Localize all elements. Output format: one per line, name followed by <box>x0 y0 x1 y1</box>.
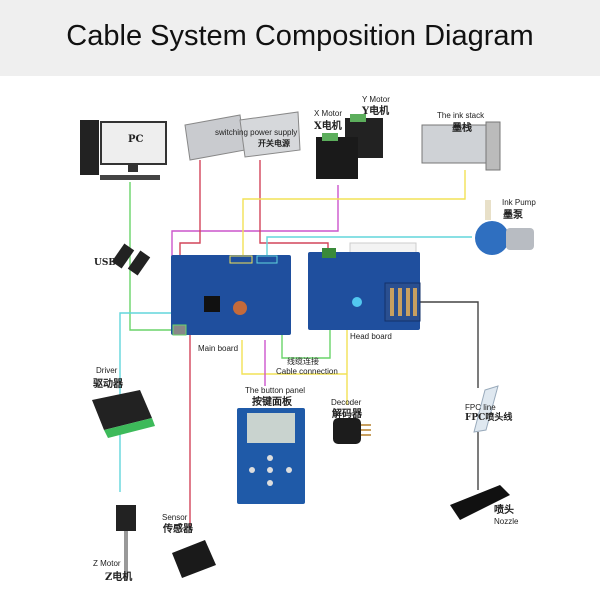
ink-stack-icon <box>421 124 493 164</box>
y-motor-label-cn: Y电机 <box>361 104 389 117</box>
fpc-line-component: FPC line FPC喷头线 <box>465 385 512 433</box>
wire-power-red-1 <box>179 160 201 262</box>
y-motor-label-en: Y Motor <box>362 95 390 104</box>
wire-usb-green <box>129 182 176 331</box>
button-panel-label-en: The button panel <box>245 386 305 395</box>
sensor-label-cn: 传感器 <box>162 522 194 535</box>
z-motor-label-cn: Z电机 <box>105 570 132 583</box>
wire-decoder-yellow <box>241 340 347 375</box>
nozzle-label-cn: 喷头 <box>494 503 514 516</box>
ink-pump-label-cn: 墨泵 <box>503 209 524 221</box>
ink-pump-label-en: Ink Pump <box>502 198 536 207</box>
ink-pump-component: Ink Pump 墨泵 <box>475 198 536 255</box>
driver-component: Driver 驱动器 <box>92 366 155 438</box>
header-band: Cable System Composition Diagram <box>0 0 600 76</box>
sensor-icon <box>172 540 216 578</box>
nozzle-component: 喷头 Nozzle <box>450 485 519 526</box>
button-panel-label-cn: 按键面板 <box>252 395 293 408</box>
ink-stack-label-cn: 墨栈 <box>452 121 472 134</box>
decoder-icon <box>333 418 361 444</box>
usb-cable-component: USB <box>94 243 151 276</box>
power-supply-label-en: switching power supply <box>215 128 297 137</box>
x-motor-icon <box>316 137 358 179</box>
cable-connection-label-en: Cable connection <box>276 367 338 376</box>
driver-icon <box>92 390 152 430</box>
wire-fpc-dark <box>420 301 479 388</box>
ink-stack-component: The ink stack 墨栈 <box>421 111 501 171</box>
sensor-label-en: Sensor <box>162 513 188 522</box>
fpc-cable-icon <box>473 385 499 433</box>
main-board-component: Main board <box>171 255 291 353</box>
driver-label-cn: 驱动器 <box>93 377 124 390</box>
pc-component: PC <box>80 120 167 180</box>
head-board-label: Head board <box>350 332 392 341</box>
z-motor-icon <box>116 505 136 531</box>
wire-ink-stack-yellow <box>242 170 466 256</box>
xy-motors-component: X Motor X电机 Y Motor Y电机 <box>314 95 390 179</box>
z-motor-label-en: Z Motor <box>93 559 121 568</box>
pc-tower-icon <box>80 120 99 175</box>
fpc-line-label-cn: FPC喷头线 <box>465 411 512 423</box>
power-supply-component: switching power supply 开关电源 <box>184 111 301 161</box>
z-motor-component: Z Motor Z电机 <box>93 505 136 583</box>
main-board-icon <box>171 255 291 335</box>
usb-label: USB <box>94 258 116 268</box>
sensor-component: Sensor 传感器 <box>162 513 216 578</box>
power-supply-label-cn: 开关电源 <box>258 138 290 148</box>
ink-pump-icon <box>475 221 509 255</box>
page-title: Cable System Composition Diagram <box>66 20 534 52</box>
wire-ink-pump-cyan <box>266 236 472 256</box>
button-panel-component: The button panel 按键面板 <box>237 386 305 504</box>
driver-label-en: Driver <box>96 366 118 375</box>
x-motor-label-cn: X电机 <box>314 119 342 132</box>
main-board-label: Main board <box>198 344 238 353</box>
ink-stack-label-en: The ink stack <box>437 111 485 120</box>
nozzle-label-en: Nozzle <box>494 517 519 526</box>
keyboard-icon <box>100 175 160 180</box>
wire-magenta-top <box>171 185 339 262</box>
decoder-component: Decoder 解码器 <box>331 398 371 444</box>
head-board-component: Head board <box>308 242 421 341</box>
wire-power-red-2 <box>259 160 329 250</box>
nozzle-icon <box>450 485 510 520</box>
pc-label: PC <box>128 134 144 145</box>
usb-plug-icon <box>111 243 135 269</box>
decoder-label-cn: 解码器 <box>332 407 363 420</box>
cable-connection-label-cn: 线缆连接 <box>287 356 319 366</box>
fpc-line-label-en: FPC line <box>465 403 496 412</box>
decoder-label-en: Decoder <box>331 398 362 407</box>
x-motor-label-en: X Motor <box>314 109 342 118</box>
